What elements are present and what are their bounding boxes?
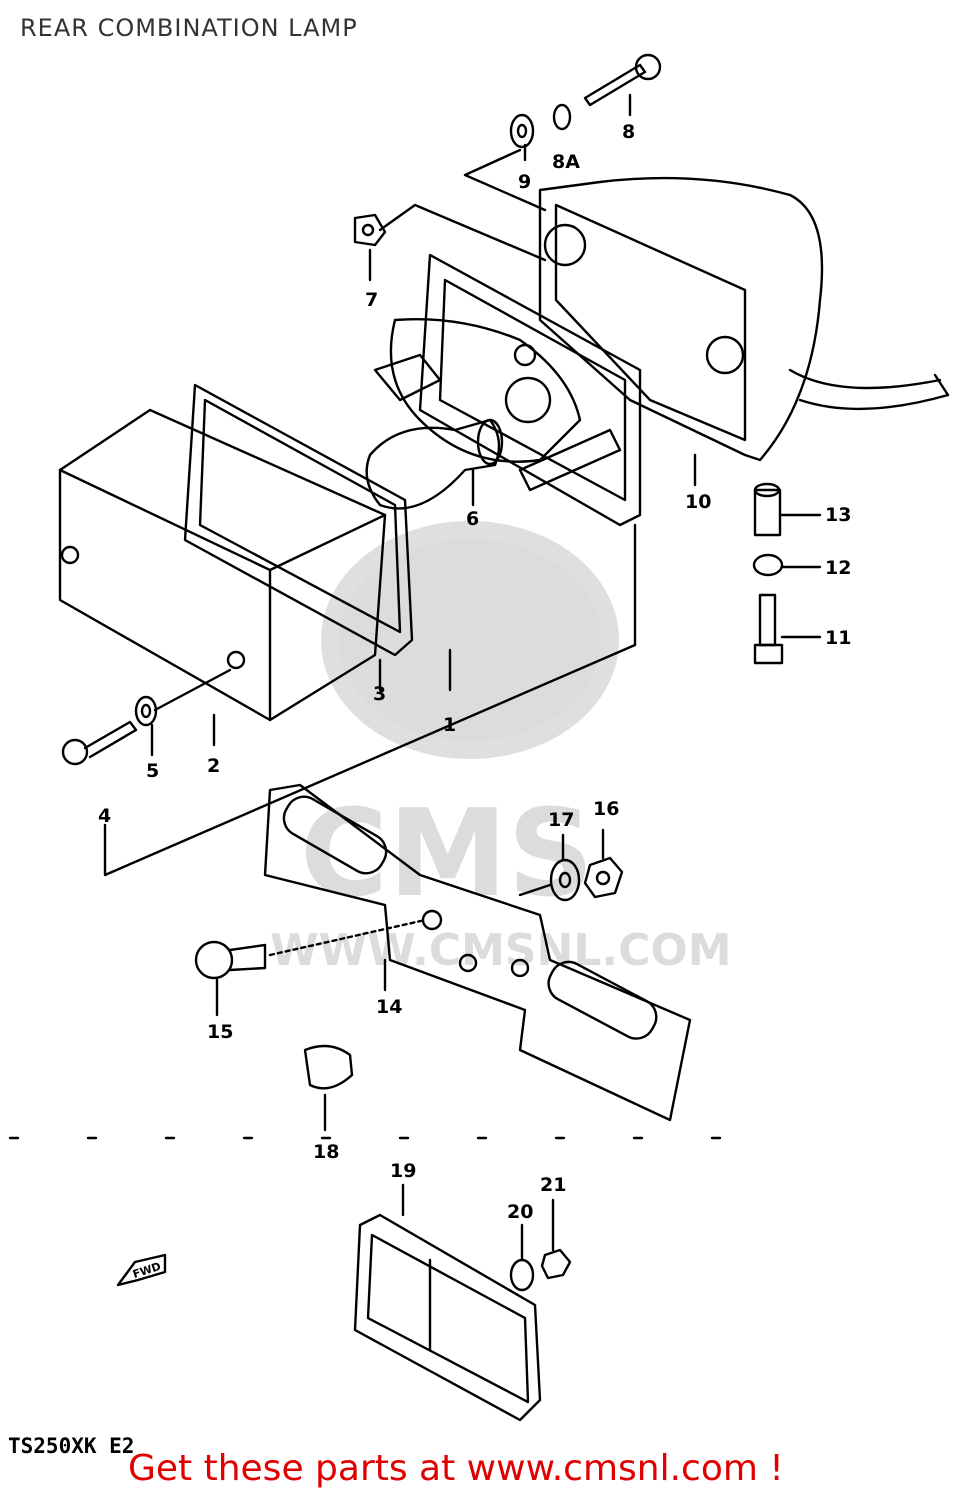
part-label-8a: 8A: [552, 151, 580, 173]
part-label-10: 10: [685, 491, 711, 513]
spacer-13: [753, 482, 822, 537]
part-label-1: 1: [443, 714, 456, 736]
nut-7: [353, 213, 387, 247]
bulb: [365, 418, 504, 510]
nut-12: [752, 553, 822, 577]
leader-lines: [103, 93, 697, 877]
fwd-arrow-icon: [116, 1253, 167, 1287]
part-label-21: 21: [540, 1174, 566, 1196]
washer-20: [509, 1223, 535, 1292]
buy-parts-link[interactable]: Get these parts at www.cmsnl.com !: [128, 1448, 784, 1489]
screw-4: [61, 720, 138, 766]
washer-9: [509, 113, 535, 149]
model-code: TS250XK E2: [8, 1434, 135, 1458]
gasket: [183, 383, 414, 657]
reflector-19: [353, 1183, 542, 1422]
part-label-8: 8: [622, 121, 635, 143]
watermark-logo: CMS: [300, 785, 594, 924]
nut-21: [540, 1198, 572, 1280]
bolt-11: [753, 593, 822, 665]
lens: [58, 408, 387, 722]
lamp-housing: [538, 176, 950, 462]
nut-16: [583, 828, 624, 899]
part-labels: 1 2 3 4 5 6 7 8 8A 9 10 11 12 13 14 15 1…: [98, 121, 851, 1223]
screw-15: [194, 918, 427, 1017]
part-label-17: 17: [548, 809, 574, 831]
part-label-5: 5: [146, 760, 159, 782]
watermark-url: WWW.CMSNL.COM: [270, 925, 732, 976]
part-label-15: 15: [207, 1021, 233, 1043]
part-label-20: 20: [507, 1201, 533, 1223]
part-label-4: 4: [98, 805, 111, 827]
part-label-19: 19: [390, 1160, 416, 1182]
lamp-base: [373, 253, 642, 527]
part-label-14: 14: [376, 996, 402, 1018]
part-label-13: 13: [825, 504, 851, 526]
page-title: REAR COMBINATION LAMP: [20, 14, 358, 42]
part-label-18: 18: [313, 1141, 339, 1163]
bracket-14: [263, 783, 692, 1122]
part-label-2: 2: [207, 755, 220, 777]
washer-5: [134, 695, 158, 757]
part-label-16: 16: [593, 798, 619, 820]
washer-17: [518, 833, 581, 902]
part-label-7: 7: [365, 289, 378, 311]
washer-8a: [552, 103, 572, 131]
part-label-9: 9: [518, 171, 531, 193]
screw-8: [583, 53, 662, 107]
part-label-6: 6: [466, 508, 479, 530]
watermark: CMS WWW.CMSNL.COM: [270, 521, 732, 976]
part-label-12: 12: [825, 557, 851, 579]
grommet-18: [303, 1044, 354, 1132]
part-label-3: 3: [373, 683, 386, 705]
part-label-11: 11: [825, 627, 851, 649]
